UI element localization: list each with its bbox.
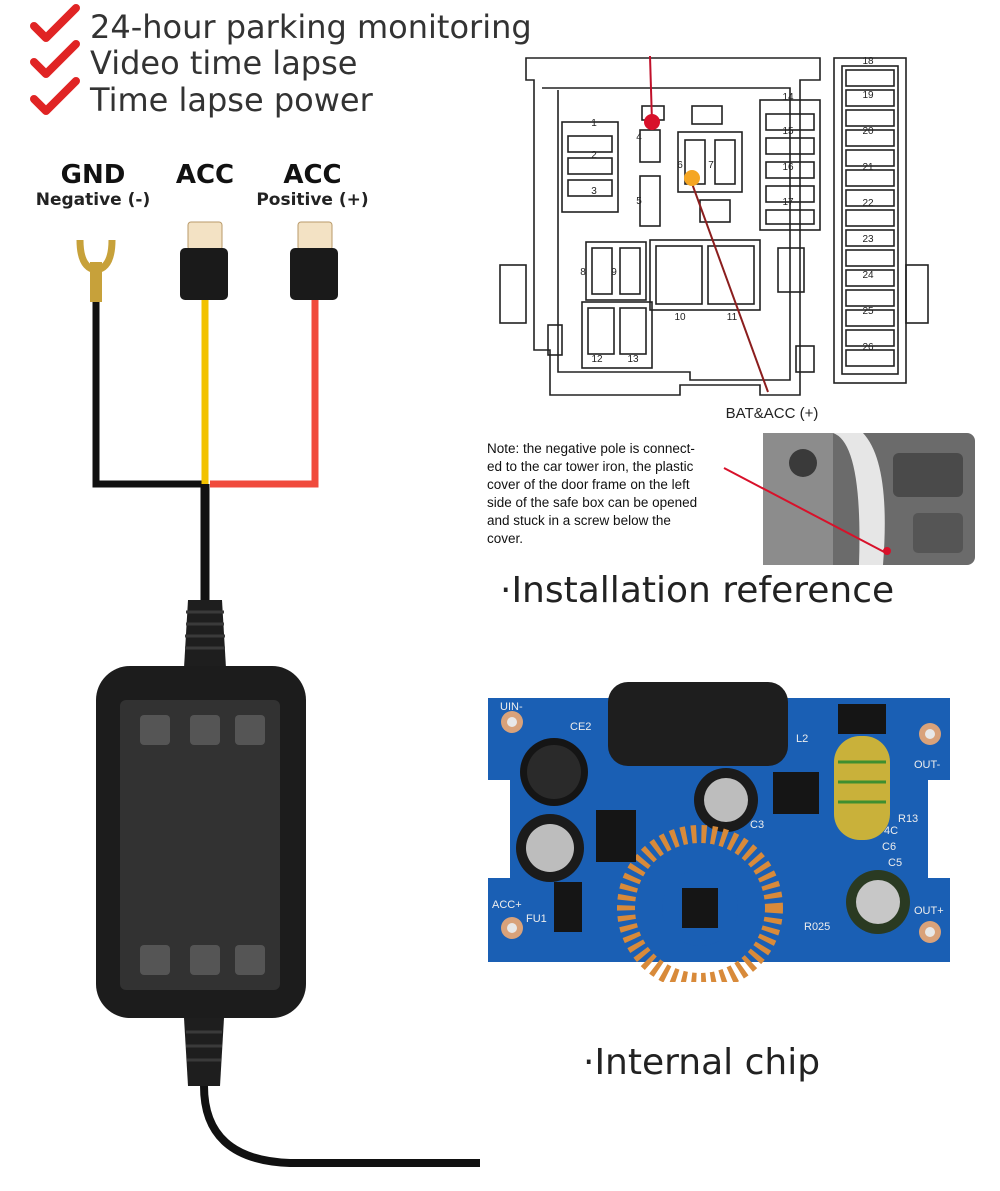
fuse-label: 21	[862, 162, 874, 173]
feature-item: Video time lapse	[30, 40, 357, 85]
fuse-label: 4	[636, 132, 642, 143]
red-marker	[644, 114, 660, 130]
fuse-label: 15	[782, 126, 794, 137]
gnd-subtitle: Negative (-)	[35, 190, 151, 210]
fuse-label: 9	[611, 267, 617, 278]
fusebox-caption: BAT&ACC (+)	[726, 405, 819, 422]
fuse-label: 19	[862, 90, 874, 101]
acc-positive-title: ACC	[283, 160, 342, 190]
note-line: ed to the car tower iron, the plastic	[487, 459, 694, 474]
orange-marker	[684, 170, 700, 186]
fuse-label: 1	[591, 118, 597, 129]
fuse-label: 17	[782, 197, 794, 208]
acc-positive-subtitle: Positive (+)	[256, 190, 369, 210]
fuse-tap-icon	[180, 221, 228, 300]
chip-title: ·Internal chip	[583, 1042, 821, 1083]
acc-label: ACC	[160, 160, 250, 190]
converter-box	[96, 666, 306, 1018]
pcb-label: R13	[898, 813, 918, 825]
note-line: and stuck in a screw below the	[487, 513, 671, 528]
note-line: Note: the negative pole is connect-	[487, 441, 695, 456]
feature-text: Time lapse power	[90, 80, 373, 119]
feature-item: Time lapse power	[30, 77, 373, 122]
pcb-label: OUT-	[914, 759, 941, 771]
fuse-label: 10	[674, 312, 686, 323]
hardwire-kit-illustration	[76, 221, 480, 1167]
fuse-tap-icon	[290, 221, 338, 300]
acc-title: ACC	[175, 160, 235, 190]
pcb-illustration: UIN- CE2 L2 OUT- R13 4C C6 C3 C5 ACC+ FU…	[488, 682, 950, 982]
feature-item: 24-hour parking monitoring	[30, 4, 532, 49]
pointer-line	[723, 467, 889, 555]
fuse-label: 23	[862, 234, 874, 245]
check-icon	[30, 77, 80, 122]
fuse-label: 14	[782, 92, 794, 103]
pcb-label: R025	[804, 921, 830, 933]
pcb-label: C3	[750, 819, 764, 831]
pcb-label: ACC+	[492, 899, 522, 911]
check-icon	[30, 40, 80, 85]
fuse-label: 20	[862, 126, 874, 137]
fuse-label: 25	[862, 306, 874, 317]
fuse-label: 12	[591, 354, 603, 365]
fuse-label: 13	[627, 354, 639, 365]
pcb-label: C6	[882, 841, 896, 853]
installation-title: ·Installation reference	[500, 570, 895, 611]
note-line: cover.	[487, 531, 524, 546]
fuse-label: 8	[580, 267, 586, 278]
pcb-label: C5	[888, 857, 902, 869]
fuse-label: 22	[862, 198, 874, 209]
feature-text: Video time lapse	[90, 43, 358, 82]
fuse-label: 7	[708, 160, 714, 171]
check-icon	[30, 4, 80, 49]
fuse-label: 26	[862, 342, 874, 353]
installation-note: Note: the negative pole is connect- ed t…	[487, 440, 719, 548]
pcb-label: L2	[796, 733, 808, 745]
fuse-label: 24	[862, 270, 874, 281]
fuse-label: 6	[677, 160, 683, 171]
pcb-label: OUT+	[914, 905, 944, 917]
pcb-label: FU1	[526, 913, 547, 925]
acc-positive-label: ACC Positive (+)	[250, 160, 375, 210]
fuse-label: 2	[591, 150, 597, 161]
pcb-label: UIN-	[500, 701, 523, 713]
fuse-box-diagram: 1 2 3 4 5 6 7 8 9 10 11 12 13 14 15 16 1…	[499, 55, 929, 422]
pcb-label: 4C	[884, 825, 898, 837]
pcb-label: CE2	[570, 721, 591, 733]
note-line: side of the safe box can be opened	[487, 495, 698, 510]
gnd-title: GND	[60, 160, 126, 190]
fuse-label: 3	[591, 186, 597, 197]
note-line: cover of the door frame on the left	[487, 477, 690, 492]
gnd-label: GND Negative (-)	[28, 160, 158, 210]
car-door-photo	[763, 433, 975, 565]
feature-text: 24-hour parking monitoring	[90, 7, 532, 46]
fuse-label: 18	[862, 56, 874, 67]
fuse-label: 16	[782, 162, 794, 173]
fuse-label: 11	[727, 312, 738, 323]
fork-terminal-icon	[76, 239, 116, 302]
fuse-label: 5	[636, 196, 642, 207]
